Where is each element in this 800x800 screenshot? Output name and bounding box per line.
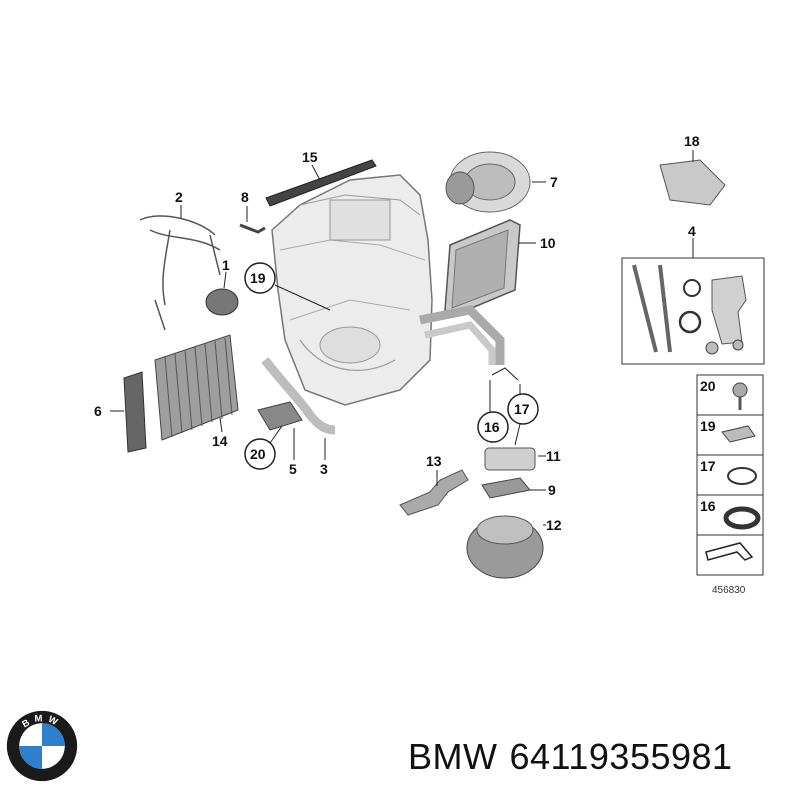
part-15-strip	[265, 159, 377, 207]
callout-4: 4	[688, 223, 696, 239]
callout-6: 6	[94, 403, 102, 419]
heater-housing	[271, 174, 433, 406]
clip-icon	[721, 425, 756, 443]
screw-icon	[732, 382, 748, 410]
part-11-valve	[484, 447, 546, 471]
part-6-bracket	[110, 371, 147, 453]
callout-11: 11	[546, 448, 561, 464]
gasket-icon	[723, 506, 761, 530]
part-3-hose	[261, 357, 336, 460]
part-9-plate	[481, 477, 546, 499]
leader-line	[311, 164, 321, 181]
legend-label-20: 20	[700, 378, 716, 394]
part-7-blower	[445, 151, 546, 213]
legend-label-17: 17	[700, 458, 716, 474]
part-caption: BMW 64119355981	[408, 736, 745, 778]
part-8-sensor	[239, 206, 266, 234]
o-ring-icon	[727, 467, 757, 485]
part-4-kit-box	[621, 238, 765, 365]
bmw-logo: BMW	[6, 710, 78, 782]
part-number: 64119355981	[509, 736, 733, 777]
part-12-blower-motor	[466, 515, 546, 579]
reference-number: 456830	[712, 585, 746, 596]
callout-7: 7	[550, 174, 558, 190]
brand-name: BMW	[408, 736, 498, 777]
callout-14: 14	[212, 433, 228, 449]
reference-arrow-icon	[705, 542, 754, 561]
callout-20: 20	[250, 446, 266, 462]
callout-12: 12	[546, 517, 562, 533]
callout-2: 2	[175, 189, 183, 205]
callout-8: 8	[241, 189, 249, 205]
callout-13: 13	[426, 453, 442, 469]
callout-15: 15	[302, 149, 318, 165]
part-13-bracket	[399, 469, 469, 516]
part-10-evaporator	[444, 219, 536, 316]
part-1-actuator	[205, 271, 239, 316]
legend-label-19: 19	[700, 418, 716, 434]
callout-17: 17	[514, 401, 530, 417]
legend-label-16: 16	[700, 498, 716, 514]
callout-9: 9	[548, 482, 556, 498]
callout-3: 3	[320, 461, 328, 477]
circled-callouts	[244, 262, 539, 470]
callout-18: 18	[684, 133, 700, 149]
callout-10: 10	[540, 235, 556, 251]
callout-1: 1	[222, 257, 230, 273]
callout-labels: 1 2 3 4 5 6 7 8 9 10 11 12 13 14 15 16 1…	[94, 133, 700, 533]
callout-5: 5	[289, 461, 297, 477]
part-5-resistor	[257, 401, 303, 460]
refrigerant-pipes	[419, 305, 521, 412]
callout-19: 19	[250, 270, 266, 286]
part-18-bracket	[659, 150, 726, 206]
part-2-wiring-harness	[139, 205, 221, 331]
part-14-heater-core	[154, 334, 239, 441]
legend-column: 456830 20 19 17 16	[696, 374, 764, 596]
callout-16: 16	[484, 419, 500, 435]
